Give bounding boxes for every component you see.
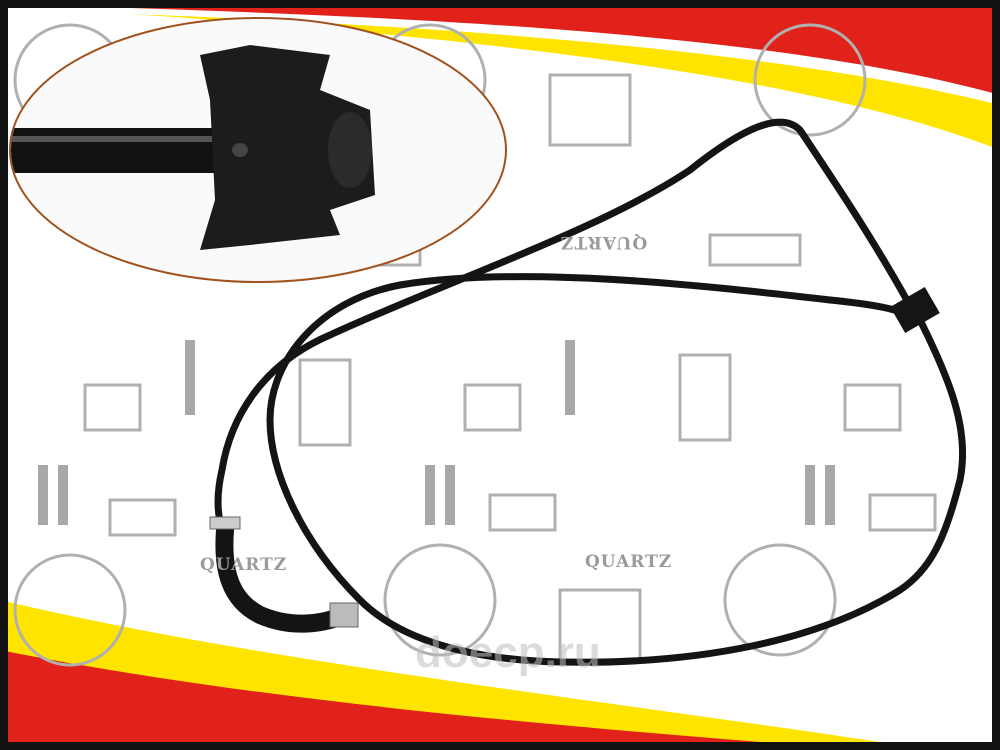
bottom-red-stripe bbox=[0, 650, 760, 742]
watermark-site: doecp.ru bbox=[415, 628, 601, 677]
hose bbox=[214, 118, 967, 666]
hose-clamp bbox=[329, 602, 359, 628]
connector bbox=[890, 287, 940, 333]
top-red-stripe bbox=[130, 8, 1000, 95]
watermark-brand: QUARTZ bbox=[200, 555, 288, 575]
hose-clamp bbox=[209, 516, 241, 530]
watermark-brand: QUARTZ bbox=[560, 232, 648, 252]
inset-connector-closeup bbox=[11, 45, 375, 250]
top-yellow-stripe bbox=[130, 14, 1000, 150]
watermark-brand: QUARTZ bbox=[585, 552, 673, 572]
